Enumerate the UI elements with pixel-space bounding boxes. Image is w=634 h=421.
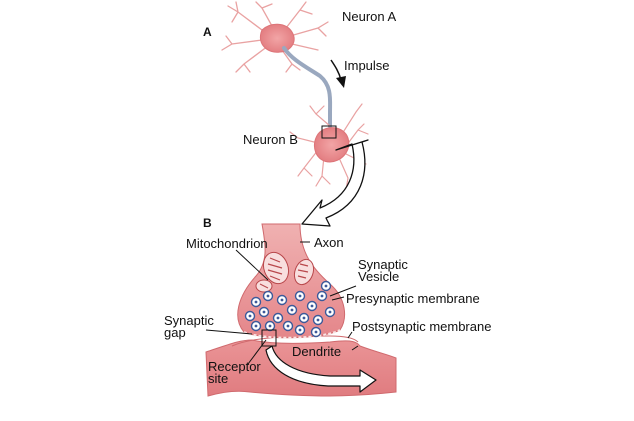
synaptic-vesicle-label-1: Synaptic bbox=[358, 257, 408, 272]
dendrite-label: Dendrite bbox=[292, 344, 341, 359]
neuron-a-label: Neuron A bbox=[342, 9, 397, 24]
neuron-a bbox=[221, 1, 329, 73]
receptor-site-box bbox=[261, 329, 277, 347]
mitochondrion-label: Mitochondrion bbox=[186, 236, 268, 251]
receptor-site-label-1: Receptor bbox=[208, 359, 261, 374]
synaptic-gap-label-2: gap bbox=[164, 325, 186, 340]
presynaptic-membrane-label: Presynaptic membrane bbox=[346, 291, 480, 306]
impulse-arrow-icon bbox=[330, 59, 346, 88]
panel-b-label: B bbox=[203, 216, 212, 230]
mitochondrion bbox=[255, 251, 315, 293]
impulse-label: Impulse bbox=[344, 58, 390, 73]
leader-lines bbox=[205, 241, 359, 365]
zoom-arrow-icon bbox=[301, 139, 369, 227]
panel-a-label: A bbox=[203, 25, 212, 39]
axon-fiber bbox=[282, 46, 333, 128]
signal-arrow-icon bbox=[265, 345, 377, 393]
synaptic-vesicle-label-2: Vesicle bbox=[358, 269, 399, 284]
synaptic-gap-label-1: Synaptic bbox=[164, 313, 214, 328]
postsynaptic-membrane-label: Postsynaptic membrane bbox=[352, 319, 491, 334]
synapse-zoom-box bbox=[321, 125, 337, 139]
neuron-b-label: Neuron B bbox=[243, 132, 298, 147]
receptor-site-label-2: site bbox=[208, 371, 228, 386]
axon-label: Axon bbox=[314, 235, 344, 250]
